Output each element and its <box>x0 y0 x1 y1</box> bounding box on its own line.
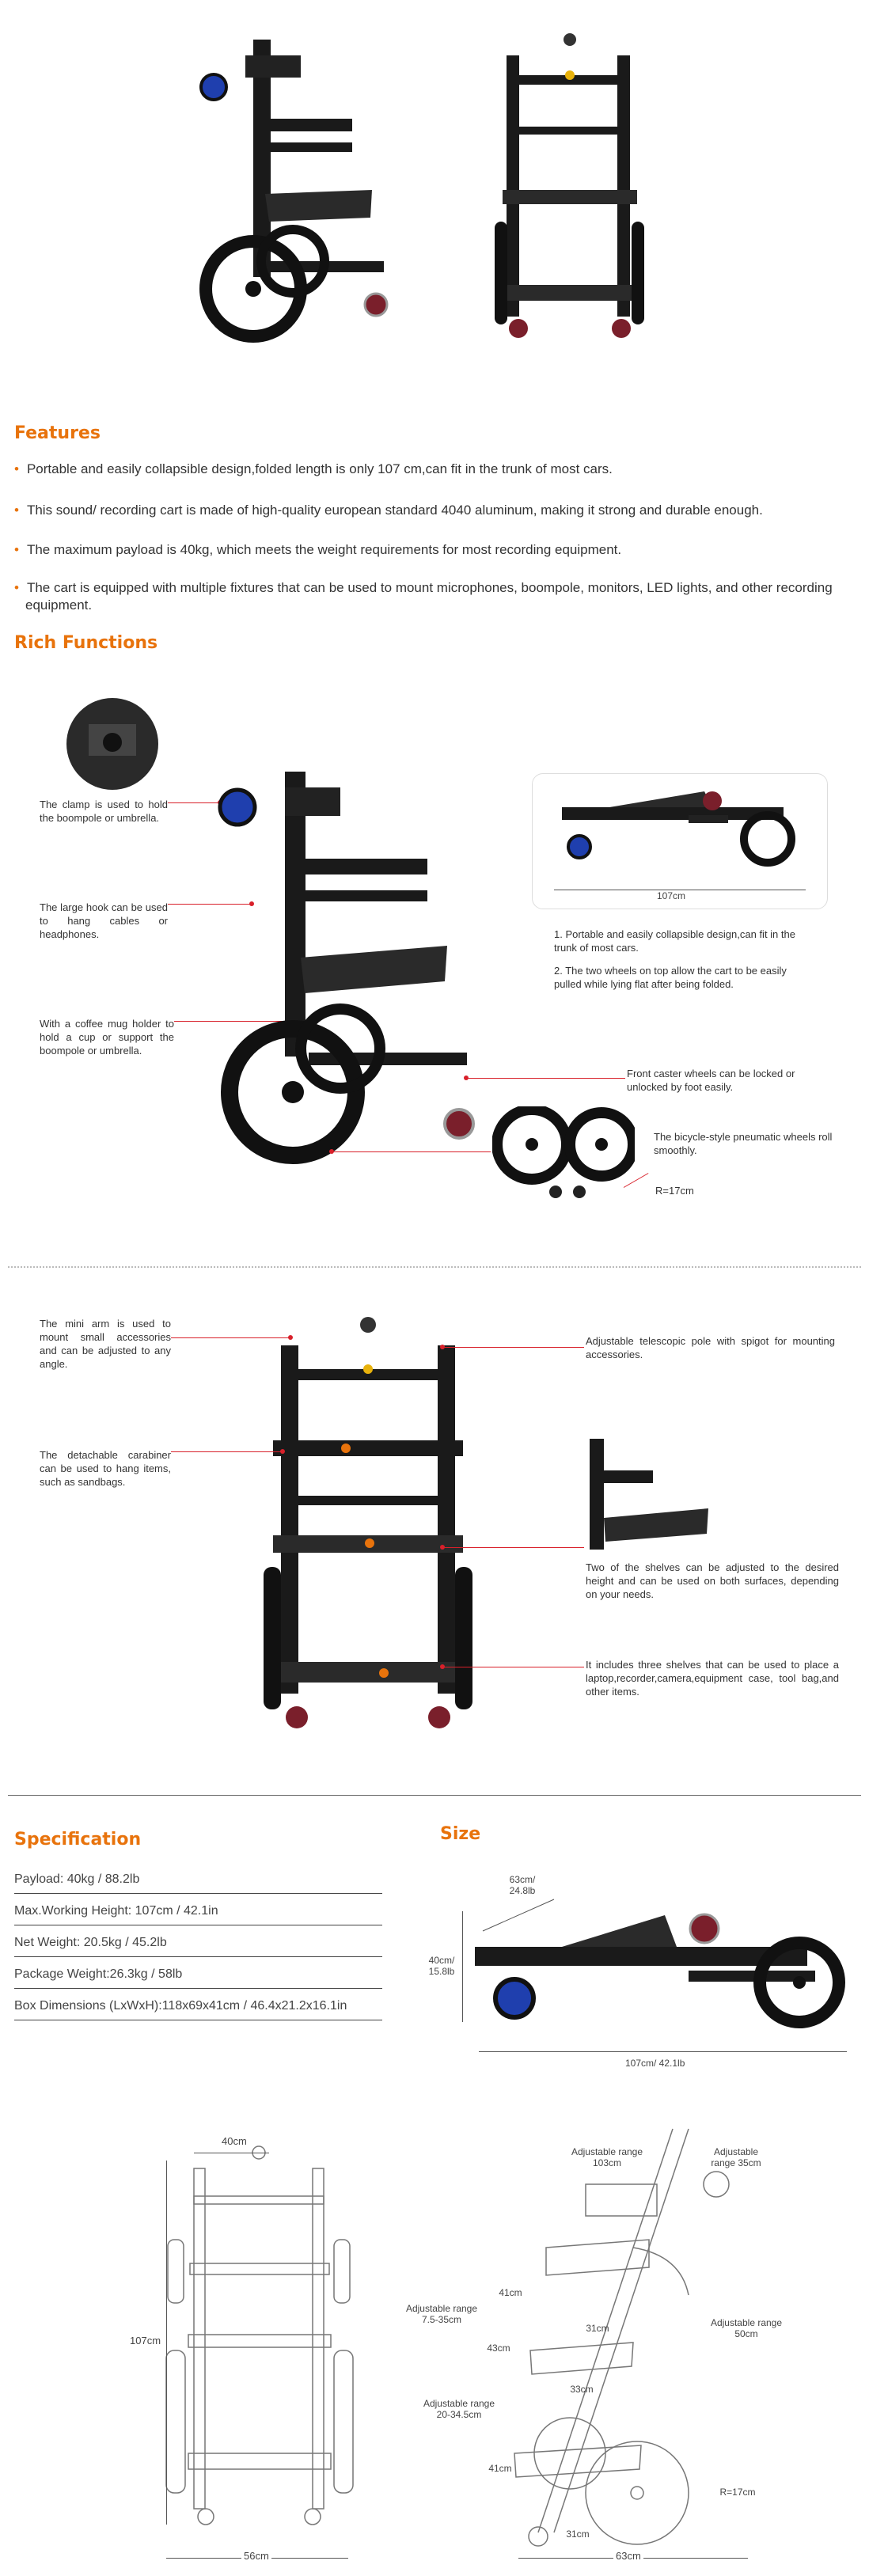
dim-31cm-bottom: 31cm <box>566 2529 590 2540</box>
spec-row: Package Weight:26.3kg / 58lb <box>14 1967 382 1989</box>
dim-41cm-bottom: 41cm <box>488 2463 512 2474</box>
feature-item: •This sound/ recording cart is made of h… <box>14 503 763 518</box>
side-bottom-dim: 63cm <box>613 2550 643 2562</box>
dim-43cm: 43cm <box>487 2343 510 2354</box>
cart-front-photo <box>495 33 644 338</box>
section-divider <box>8 1266 861 1268</box>
size-length-dim: 107cm/ 42.1lb <box>625 2058 685 2069</box>
front-width-top: 40cm <box>222 2135 247 2147</box>
spec-row: Box Dimensions (LxWxH):118x69x41cm / 46.… <box>14 1999 382 2020</box>
features-title: Features <box>14 423 101 443</box>
folded-length-label: 107cm <box>657 890 686 901</box>
shelf-adjust-photo <box>590 1439 708 1550</box>
spec-row: Payload: 40kg / 88.2lb <box>14 1872 382 1894</box>
side-line-drawing <box>514 2128 730 2547</box>
folded-note-2: 2. The two wheels on top allow the cart … <box>554 965 787 990</box>
folded-cart-panel <box>532 773 828 909</box>
cart-rich-functions-photo <box>218 772 475 1164</box>
dim-41cm-top: 41cm <box>499 2287 522 2298</box>
dim-31cm-top: 31cm <box>586 2323 609 2334</box>
three-shelves-callout: It includes three shelves that can be us… <box>586 1659 839 1698</box>
carabiner-callout: The detachable carabiner can be used to … <box>40 1449 171 1488</box>
section-divider <box>8 1795 861 1796</box>
adjustable-range-35: Adjustable range 35cm <box>711 2146 761 2168</box>
adjustable-range-20-34-5: Adjustable range 20-34.5cm <box>423 2398 495 2420</box>
front-height-dim: 107cm <box>130 2335 161 2346</box>
size-top-dim: 63cm/ 24.8lb <box>509 1874 536 1896</box>
size-folded-photo <box>475 1899 845 2028</box>
caster-note: Front caster wheels can be locked or unl… <box>627 1068 795 1093</box>
front-line-drawing <box>165 2145 354 2525</box>
mug-holder-callout: With a coffee mug holder to hold a cup o… <box>40 1018 174 1057</box>
telescopic-pole-callout: Adjustable telescopic pole with spigot f… <box>586 1335 835 1360</box>
spec-row: Max.Working Height: 107cm / 42.1in <box>14 1904 382 1925</box>
wheel-note: The bicycle-style pneumatic wheels roll … <box>654 1131 833 1156</box>
clamp-closeup-circle <box>66 698 158 790</box>
specification-title: Specification <box>14 1830 142 1849</box>
adjustable-range-103: Adjustable range 103cm <box>571 2146 643 2168</box>
shelf-adjust-callout: Two of the shelves can be adjusted to th… <box>586 1561 839 1600</box>
side-wheel-radius: R=17cm <box>719 2487 756 2498</box>
clamp-callout: The clamp is used to hold the boompole o… <box>40 799 168 824</box>
hook-callout: The large hook can be used to hang cable… <box>40 901 168 940</box>
pneumatic-wheels-photo <box>492 1106 635 1198</box>
dim-33cm: 33cm <box>570 2384 594 2395</box>
folded-cart-photo <box>562 791 795 867</box>
spec-row: Net Weight: 20.5kg / 45.2lb <box>14 1936 382 1957</box>
cart-front-detail-photo <box>264 1317 472 1728</box>
wheel-radius-label: R=17cm <box>655 1185 694 1197</box>
rich-functions-title: Rich Functions <box>14 633 158 653</box>
cart-side-photo <box>199 40 389 343</box>
adjustable-range-50: Adjustable range 50cm <box>710 2317 783 2339</box>
feature-item: •The cart is equipped with multiple fixt… <box>14 580 833 613</box>
size-title: Size <box>440 1824 481 1844</box>
front-width-bottom: 56cm <box>241 2550 271 2562</box>
mini-arm-callout: The mini arm is used to mount small acce… <box>40 1318 171 1370</box>
folded-note-1: 1. Portable and easily collapsible desig… <box>554 928 795 954</box>
feature-item: •Portable and easily collapsible design,… <box>14 461 613 476</box>
adjustable-range-7-5-35: Adjustable range 7.5-35cm <box>405 2303 478 2325</box>
feature-item: •The maximum payload is 40kg, which meet… <box>14 542 622 557</box>
size-height-dim: 40cm/ 15.8lb <box>428 1955 455 1977</box>
